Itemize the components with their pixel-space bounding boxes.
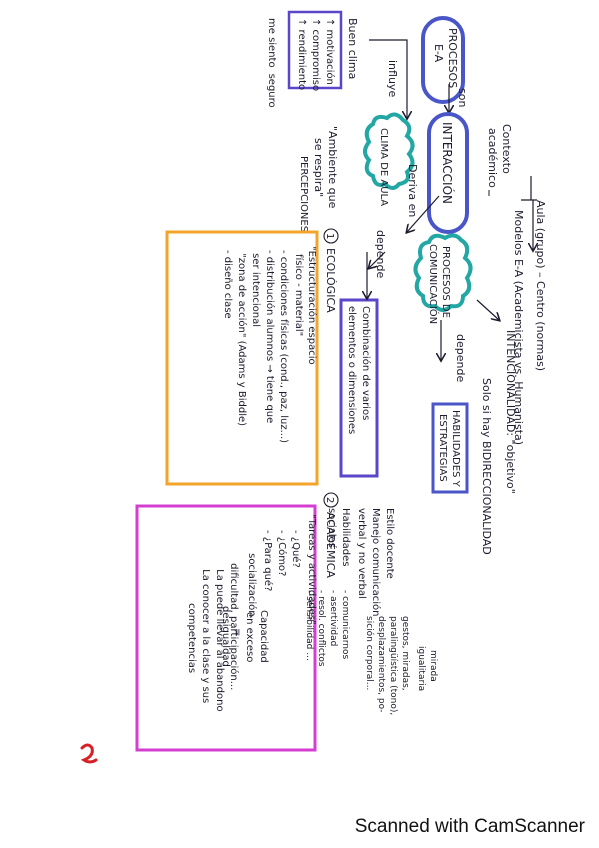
son-label: son xyxy=(456,88,469,107)
procesos-ea-label: PROCESOSE-A xyxy=(432,28,459,88)
bidireccionalidad-text: Solo si hay BIDIRECCIONALIDAD xyxy=(480,378,493,555)
combinacion-box xyxy=(339,298,379,478)
buen-clima-box xyxy=(287,10,343,90)
ambiente-text: "Ambiente quese respira" xyxy=(312,126,339,209)
clima-cloud xyxy=(363,112,415,190)
modelos-text: Modelos E-A (Academicista vs. Humanista) xyxy=(512,210,525,445)
estilo-sociales: - comunicarnos- asertividad- resol. conf… xyxy=(304,590,350,667)
depende-label-1: depende xyxy=(374,230,387,278)
procesos-com-cloud xyxy=(413,233,473,312)
habilidades-box xyxy=(431,402,469,494)
clima-label: CLIMA DE AULA xyxy=(378,128,389,206)
aula-text: Aula (grupo) – Centro (normas) xyxy=(534,200,547,371)
footer-watermark: Scanned with CamScanner xyxy=(354,816,585,837)
deriva-en-label: Deriva en xyxy=(406,164,419,217)
buen-clima-label: Buen clima xyxy=(346,18,359,79)
procesos-com-label: PROCESOS DECOMUNICACIÓN xyxy=(427,244,451,324)
percepciones-text: PERCEPCIONES xyxy=(298,156,309,232)
ecologica-box xyxy=(165,230,319,486)
contexto-label: Contextoacadémico xyxy=(486,124,513,188)
interaccion-box xyxy=(427,112,469,234)
estilo-lines: Estilo docenteManejo comunicaciónverbal … xyxy=(326,508,395,617)
academica-side: Capacidaden exceso=desigualdad xyxy=(220,606,269,667)
habilidades-label: HABILIDADES YESTRATEGIAS xyxy=(437,410,461,488)
academica-title: ACADÉMICA xyxy=(324,512,337,578)
red-mark xyxy=(80,743,98,764)
academica-number: 2 xyxy=(324,497,335,503)
estilo-paraverbal: gestos, miradas,paralingüística (tono),d… xyxy=(364,616,410,715)
me-siento-text: me sientoseguro xyxy=(266,18,277,108)
procesos-ea-box xyxy=(421,16,465,104)
ecologica-title: ECOLÓGICA xyxy=(324,248,337,313)
combinacion-text: Combinación de varioselementos o dimensi… xyxy=(346,306,372,434)
academica-lines: "Tareas y actividades"- ¿Qué?- ¿Cómo?- ¿… xyxy=(186,514,317,712)
influye-label: influye xyxy=(386,60,399,97)
interaccion-label: INTERACCIÓN xyxy=(440,122,455,204)
buen-clima-items: ↑ motivación↑ compromiso↑ rendimiento xyxy=(296,18,336,91)
depende-label-2: depende xyxy=(454,334,467,382)
intencionalidad-text: INTENCIONALIDAD: "objetivo" xyxy=(504,330,517,494)
academica-box xyxy=(135,504,317,752)
ecologica-number: 1 xyxy=(324,233,335,239)
ecologica-lines: "Estructuración espaciofísico - material… xyxy=(222,246,318,443)
estilo-mirada: miradaigualitaria xyxy=(416,646,438,691)
